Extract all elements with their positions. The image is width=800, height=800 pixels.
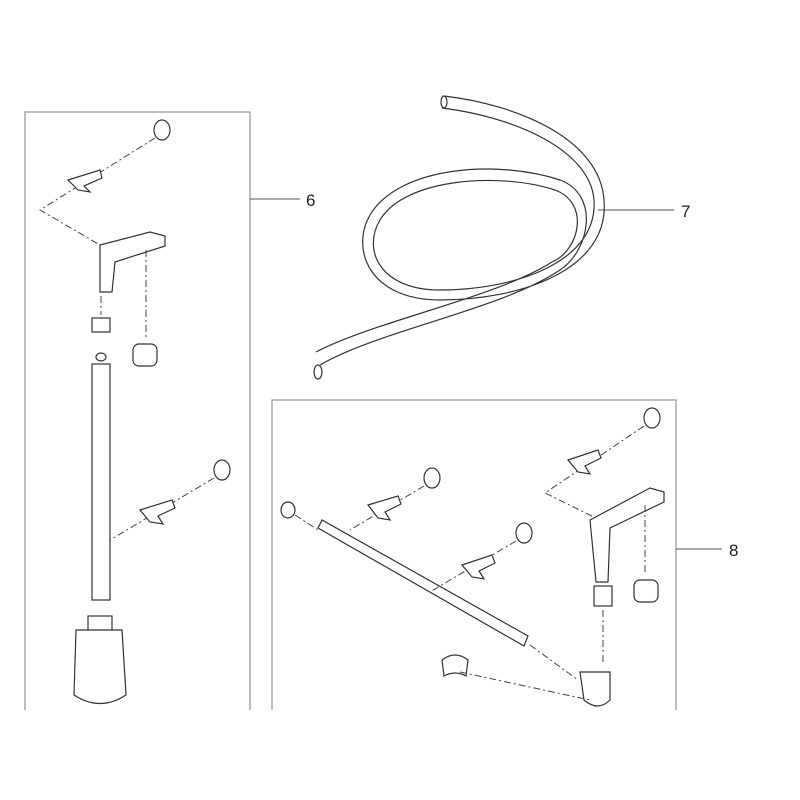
- hose-coil: [313, 95, 605, 380]
- clip-icon: [566, 449, 602, 475]
- part-8-frame: [271, 399, 677, 710]
- connector-icon: [593, 585, 613, 607]
- part-8-label: 8: [729, 541, 738, 560]
- suction-cup-icon: [643, 407, 661, 429]
- part-6-label: 6: [306, 191, 315, 210]
- tube-icon: [91, 363, 111, 601]
- strainer-icon: [73, 629, 127, 705]
- suction-cup-icon: [153, 119, 171, 141]
- connector-icon: [91, 317, 111, 333]
- suction-cup-icon: [423, 467, 441, 489]
- elbow-connector-icon: [579, 671, 611, 707]
- part-8-assembly: [280, 407, 665, 707]
- end-cap-icon: [280, 501, 296, 519]
- clamp-icon: [441, 654, 469, 677]
- clip-icon: [460, 554, 496, 580]
- nut-icon: [132, 343, 158, 367]
- clip-icon: [66, 169, 103, 193]
- elbow-outlet-icon: [589, 487, 665, 583]
- elbow-outlet-icon: [99, 231, 166, 293]
- clip-icon: [366, 495, 402, 521]
- clip-icon: [138, 499, 176, 525]
- spray-bar-icon: [317, 519, 529, 647]
- ring-icon: [95, 352, 107, 362]
- part-6-frame: [24, 111, 251, 710]
- part-7-label: 7: [681, 202, 690, 221]
- suction-cup-icon: [213, 459, 231, 481]
- suction-cup-icon: [515, 522, 533, 544]
- part-6-assembly: [39, 119, 231, 705]
- nut-icon: [633, 579, 659, 603]
